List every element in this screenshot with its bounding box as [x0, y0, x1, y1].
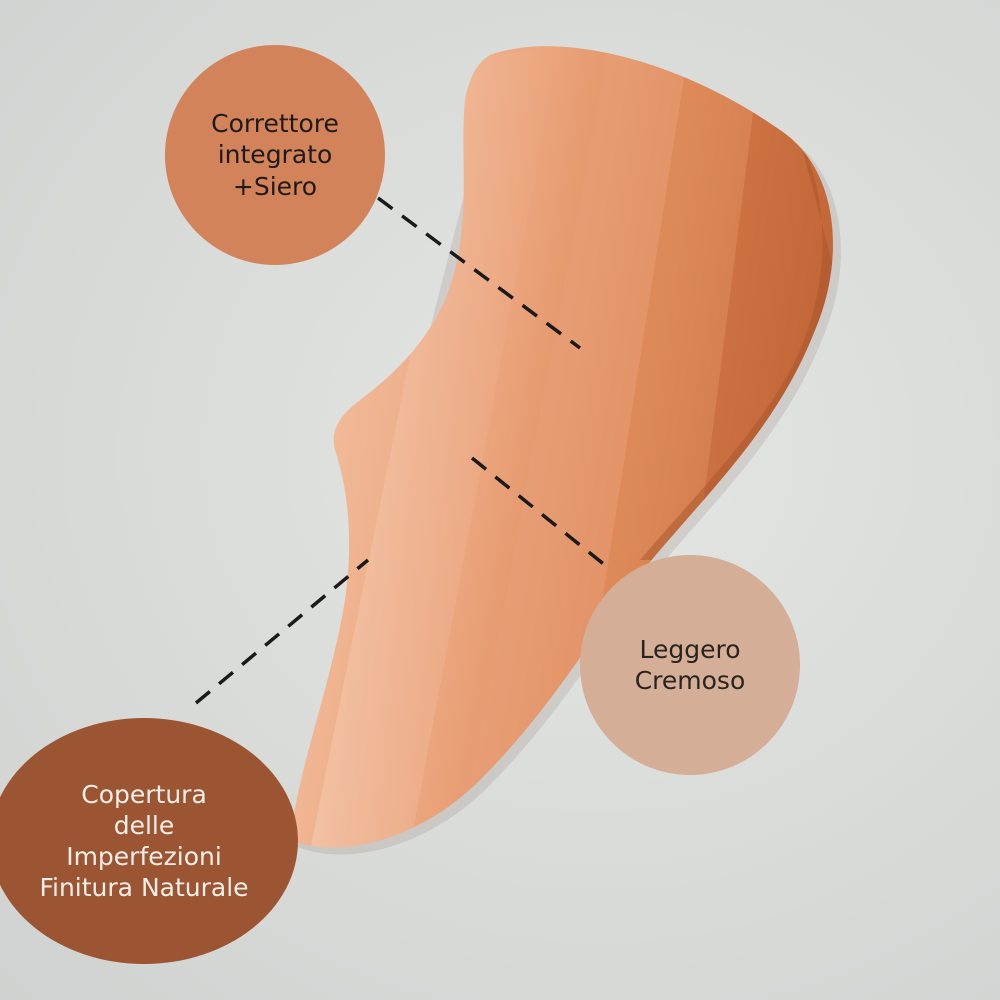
- feature-label-copertura: Copertura delle Imperfezioni Finitura Na…: [39, 779, 248, 904]
- connector-line-corrector: [376, 196, 582, 350]
- shade-stripe-1: [430, 46, 690, 848]
- shade-highlight: [300, 46, 560, 848]
- feature-bubble-corrector: Correttore integrato +Siero: [165, 45, 385, 265]
- label-line: integrato: [217, 140, 333, 170]
- label-line: Leggero: [639, 634, 741, 664]
- label-line: Imperfezioni: [66, 842, 222, 871]
- label-line: Copertura: [81, 779, 207, 809]
- label-line: Finitura Naturale: [39, 873, 249, 903]
- label-line: +Siero: [232, 171, 318, 201]
- label-line: Cremoso: [634, 666, 746, 695]
- feature-bubble-leggero: Leggero Cremoso: [580, 555, 800, 775]
- connector-line-copertura: [194, 558, 370, 705]
- feature-label-leggero: Leggero Cremoso: [635, 634, 746, 697]
- feature-label-corrector: Correttore integrato +Siero: [211, 108, 339, 202]
- feature-bubble-copertura: Copertura delle Imperfezioni Finitura Na…: [0, 718, 298, 964]
- label-line: delle: [113, 810, 175, 840]
- label-line: Correttore: [211, 109, 339, 139]
